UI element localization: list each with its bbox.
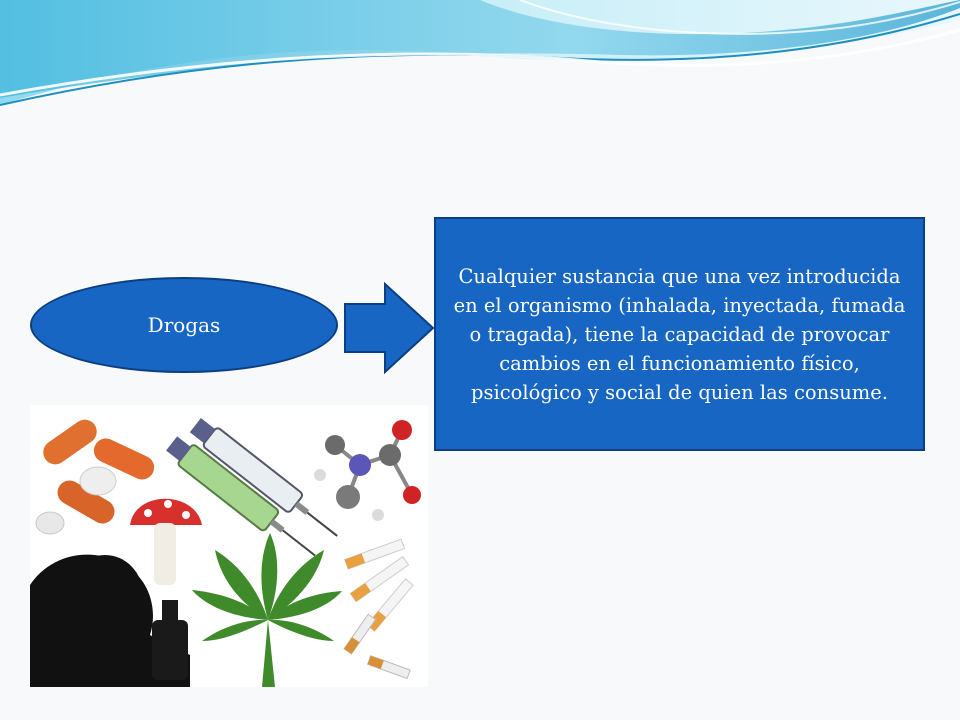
header-wave-decoration (0, 0, 960, 120)
cigarette-icon (343, 538, 414, 680)
molecule-icon (314, 420, 421, 521)
definition-box: Cualquier sustancia que una vez introduc… (434, 217, 925, 451)
drogas-node: Drogas (30, 277, 338, 373)
pill-icon (35, 419, 155, 535)
bottle-icon (152, 600, 188, 680)
right-arrow-icon (344, 282, 435, 374)
drugs-collage-image (30, 405, 428, 687)
mushroom-icon (130, 498, 202, 585)
syringe-icon (166, 418, 338, 557)
drogas-label: Drogas (147, 313, 221, 337)
person-silhouette-icon (30, 554, 190, 687)
definition-text: Cualquier sustancia que una vez introduc… (453, 264, 906, 404)
cannabis-leaf-icon (192, 533, 342, 687)
